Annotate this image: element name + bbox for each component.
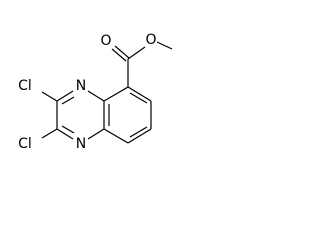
- atom-label-cl-upper: Cl: [18, 78, 32, 94]
- bond-n4-c3-inner: [61, 96, 75, 105]
- bond-c2-cl: [41, 128, 58, 139]
- quinoxaline-ester-structure: O O N N Cl Cl: [18, 32, 173, 152]
- atom-label-n4: N: [76, 78, 86, 94]
- bond-c3-cl: [41, 91, 58, 102]
- bond-c5-c6: [127, 86, 152, 102]
- bond-ccarbonyl-ocarbonyl-a: [114, 45, 130, 59]
- atom-label-n1: N: [76, 136, 86, 152]
- bond-oester-methyl: [156, 41, 173, 50]
- bond-c2-n1-inner: [61, 125, 75, 134]
- bond-c4a-n4: [87, 90, 105, 102]
- bond-ccarbonyl-oester: [127, 46, 146, 60]
- bond-ccarbonyl-ocarbonyl-b: [111, 48, 127, 62]
- atom-label-o-carbonyl: O: [100, 33, 111, 49]
- bond-n1-c8a: [87, 128, 105, 140]
- bond-c7-c8-inner: [129, 126, 148, 138]
- bond-c4a-c5: [103, 86, 129, 102]
- bond-c7-c8: [127, 128, 152, 144]
- bond-c8-c8a: [103, 128, 129, 144]
- bond-c5-c6-inner: [129, 92, 148, 104]
- atom-label-cl-lower: Cl: [18, 136, 32, 152]
- bond-n4-c3: [56, 90, 74, 102]
- bond-c2-n1: [56, 128, 74, 140]
- structure-canvas: O O N N Cl Cl: [0, 0, 196, 192]
- atom-label-o-ester: O: [145, 32, 156, 48]
